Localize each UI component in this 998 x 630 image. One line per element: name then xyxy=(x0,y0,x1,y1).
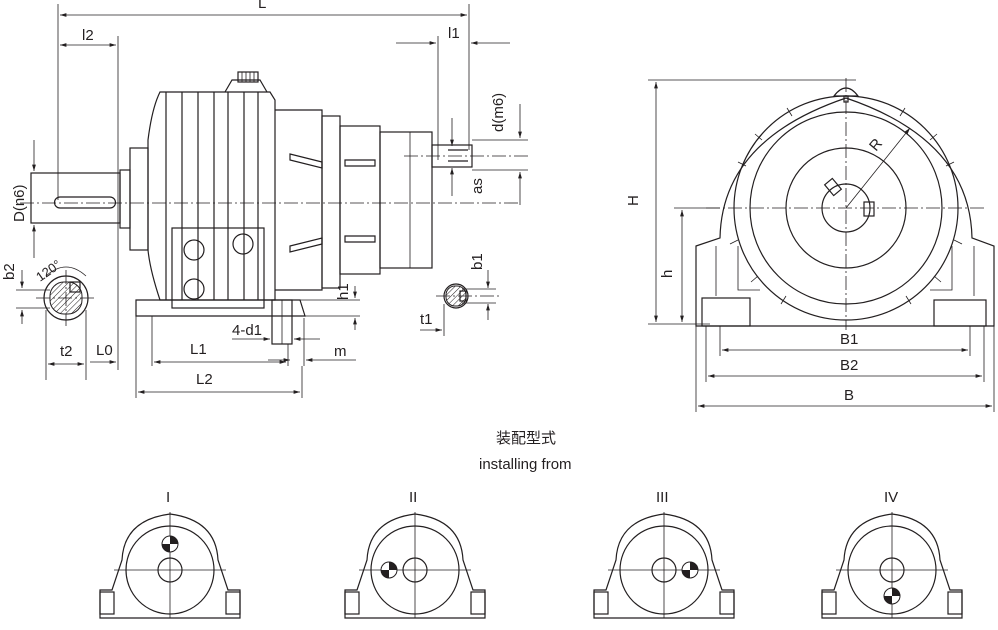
variant-III-label: III xyxy=(656,489,669,506)
dim-L2: L2 xyxy=(196,371,213,388)
installing-title-en: installing from xyxy=(479,456,572,473)
dim-t2: t2 xyxy=(60,343,73,360)
variant-IV: IV xyxy=(821,489,963,619)
dim-L: L xyxy=(258,0,266,12)
dim-B2: B2 xyxy=(840,357,858,374)
dim-4-d1: 4-d1 xyxy=(232,322,262,339)
dim-B1: B1 xyxy=(840,331,858,348)
variant-I: I xyxy=(99,489,241,619)
front-view: H h R xyxy=(625,78,995,412)
variant-I-label: I xyxy=(166,489,170,506)
dim-L0: L0 xyxy=(96,342,113,359)
variant-II: II xyxy=(344,489,486,619)
dim-as: as xyxy=(469,178,486,194)
dim-h: h xyxy=(659,270,676,278)
variant-III: III xyxy=(593,489,735,619)
installing-title-cn: 装配型式 xyxy=(496,430,556,447)
variant-II-label: II xyxy=(409,489,417,506)
dim-d-m6: d(m6) xyxy=(490,93,507,132)
dim-b2: b2 xyxy=(1,263,18,280)
dim-L1: L1 xyxy=(190,341,207,358)
angle-120: 120° xyxy=(33,257,64,285)
side-view: L l2 l1 D(n6) xyxy=(1,0,530,398)
dim-l1: l1 xyxy=(448,25,460,42)
variant-IV-label: IV xyxy=(884,489,898,506)
dim-D-n6: D(n6) xyxy=(11,184,28,222)
dim-m: m xyxy=(334,343,347,360)
dim-R: R xyxy=(866,135,886,154)
dim-H: H xyxy=(625,195,642,206)
dim-h1: h1 xyxy=(335,283,352,300)
dim-l2: l2 xyxy=(82,27,94,44)
dim-b1: b1 xyxy=(469,253,486,270)
dim-t1: t1 xyxy=(420,311,433,328)
dim-B: B xyxy=(844,387,854,404)
